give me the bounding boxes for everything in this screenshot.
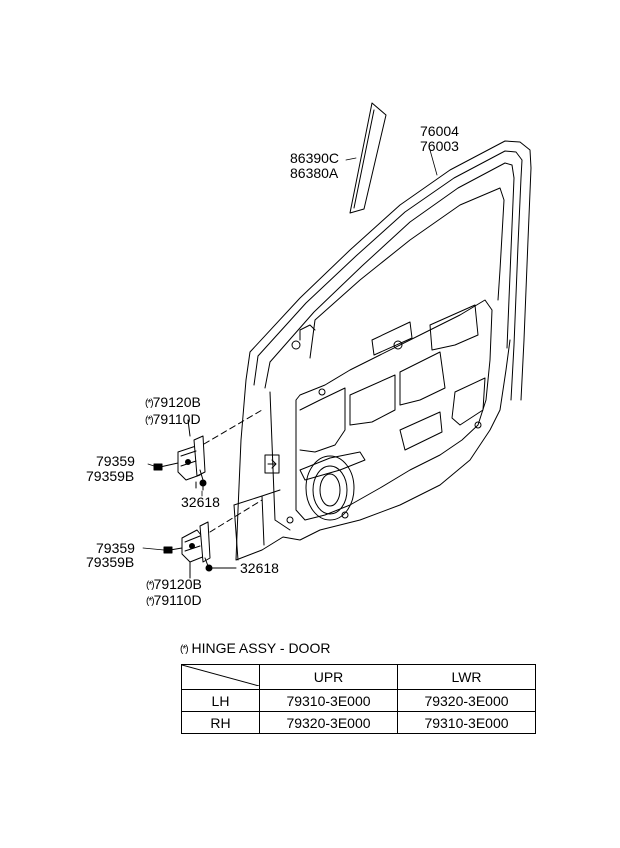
label-upper-hinge-rh: (*)79110D xyxy=(145,411,201,427)
table-cell: 79310-3E000 xyxy=(397,711,536,734)
label-upper-hinge-lh: (*)79120B xyxy=(145,394,201,410)
table-cell: LH xyxy=(181,689,260,712)
lower-hinge-drawing xyxy=(163,521,237,579)
label-upper-bolt: 79359 xyxy=(96,453,135,469)
hinge-marker: (*) xyxy=(180,644,189,655)
door-frame xyxy=(245,140,532,401)
glass-channel-strip xyxy=(349,102,387,214)
label-lower-hinge-rh: (*)79110D xyxy=(146,592,202,608)
door-panel xyxy=(233,299,511,561)
guide-lines xyxy=(203,409,263,533)
label-door-panel-lh: 76004 xyxy=(420,123,459,139)
table-row: RH 79320-3E000 79310-3E000 xyxy=(181,711,536,734)
table-cell: RH xyxy=(181,711,260,734)
speaker-outer xyxy=(305,455,355,521)
table-cell: 79320-3E000 xyxy=(397,689,536,712)
upper-hinge-drawing xyxy=(153,419,207,491)
label-lower-bolt-b: 79359B xyxy=(86,554,135,570)
hinge-marker: (*) xyxy=(146,580,155,591)
label-upper-pin: 32618 xyxy=(181,494,220,510)
table-header-cell: LWR xyxy=(397,664,536,690)
table-header-row: UPR LWR xyxy=(181,664,536,690)
table-cell: 79310-3E000 xyxy=(259,689,398,712)
hinge-part-table: UPR LWR LH 79310-3E000 79320-3E000 RH 79… xyxy=(181,664,536,734)
table-row: LH 79310-3E000 79320-3E000 xyxy=(181,689,536,712)
label-lower-pin: 32618 xyxy=(240,560,279,576)
label-glass-channel-lh: 86390C xyxy=(290,150,340,166)
label-door-panel-rh: 76003 xyxy=(420,138,459,154)
label-lower-bolt: 79359 xyxy=(96,540,135,556)
hinge-marker: (*) xyxy=(145,398,154,409)
hinge-marker: (*) xyxy=(146,596,155,607)
label-glass-channel-rh: 86380A xyxy=(290,165,339,181)
label-upper-bolt-b: 79359B xyxy=(86,468,135,484)
legend-title: (*) HINGE ASSY - DOOR xyxy=(180,640,331,656)
hinge-marker: (*) xyxy=(145,415,154,426)
table-header-cell: UPR xyxy=(259,664,398,690)
diagonal-divider xyxy=(181,664,260,687)
label-lower-hinge-lh: (*)79120B xyxy=(146,576,202,592)
leader-lines xyxy=(142,149,438,551)
table-header-cell-blank xyxy=(181,664,260,690)
table-cell: 79320-3E000 xyxy=(259,711,398,734)
